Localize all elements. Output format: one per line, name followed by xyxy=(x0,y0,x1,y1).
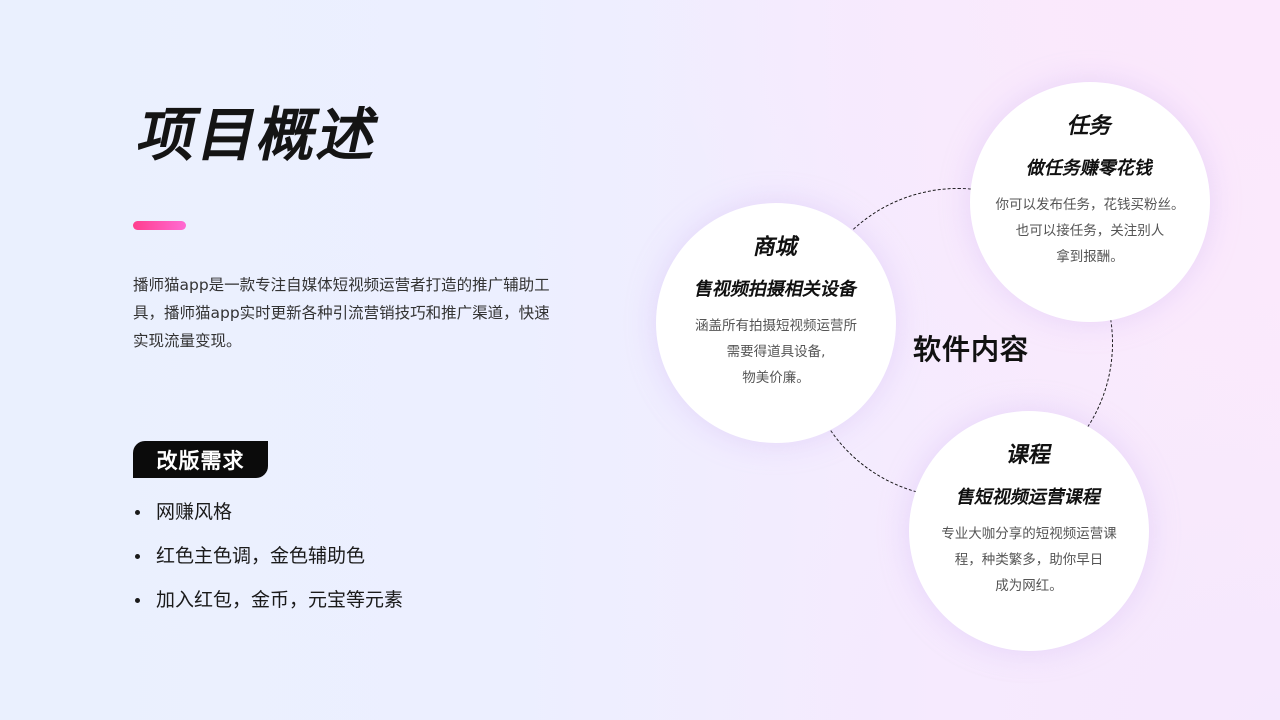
list-item-text: 网赚风格 xyxy=(156,501,233,523)
node-description-line: 涵盖所有拍摄短视频运营所 xyxy=(695,318,857,334)
node-title: 商城 xyxy=(751,235,801,260)
node-description: 你可以发布任务，花钱买粉丝。 也可以接任务，关注别人 拿到报酬。 xyxy=(988,192,1193,270)
list-item-text: 加入红包，金币，元宝等元素 xyxy=(156,589,404,611)
node-title: 任务 xyxy=(1065,114,1115,139)
list-item: 网赚风格 xyxy=(133,497,403,541)
requirements-list: 网赚风格 红色主色调，金色辅助色 加入红包，金币，元宝等元素 xyxy=(133,497,403,629)
node-description-line: 你可以发布任务，花钱买粉丝。 xyxy=(995,197,1185,213)
list-item-text: 红色主色调，金色辅助色 xyxy=(156,545,366,567)
node-description-line: 也可以接任务，关注别人 xyxy=(1015,223,1165,239)
node-course: 课程 售短视频运营课程 专业大咖分享的短视频运营课 程，种类繁多，助你早日 成为… xyxy=(909,411,1149,651)
node-subtitle: 售短视频运营课程 xyxy=(954,487,1104,508)
node-task: 任务 做任务赚零花钱 你可以发布任务，花钱买粉丝。 也可以接任务，关注别人 拿到… xyxy=(970,82,1210,322)
node-subtitle: 做任务赚零花钱 xyxy=(1024,158,1156,179)
requirements-tag: 改版需求 xyxy=(133,441,268,478)
node-subtitle: 售视频拍摄相关设备 xyxy=(692,279,860,300)
bullet-icon xyxy=(135,554,140,559)
node-description-line: 拿到报酬。 xyxy=(1056,249,1124,265)
list-item: 加入红包，金币，元宝等元素 xyxy=(133,585,403,629)
node-description-line: 程，种类繁多，助你早日 xyxy=(954,552,1104,568)
node-description: 专业大咖分享的短视频运营课 程，种类繁多，助你早日 成为网红。 xyxy=(927,521,1132,599)
node-title: 课程 xyxy=(1004,443,1054,468)
list-item: 红色主色调，金色辅助色 xyxy=(133,541,403,585)
accent-bar xyxy=(133,221,186,230)
node-description-line: 物美价廉。 xyxy=(742,370,810,386)
diagram-center-label: 软件内容 xyxy=(913,333,1030,366)
requirements-tag-label: 改版需求 xyxy=(156,448,245,473)
bullet-icon xyxy=(135,510,140,515)
page-title: 项目概述 xyxy=(132,101,387,169)
node-shop: 商城 售视频拍摄相关设备 涵盖所有拍摄短视频运营所 需要得道具设备, 物美价廉。 xyxy=(656,203,896,443)
node-description-line: 需要得道具设备, xyxy=(726,344,826,360)
bullet-icon xyxy=(135,598,140,603)
intro-paragraph: 播师猫app是一款专注自媒体短视频运营者打造的推广辅助工具，播师猫app实时更新… xyxy=(133,276,550,350)
node-description: 涵盖所有拍摄短视频运营所 需要得道具设备, 物美价廉。 xyxy=(674,313,879,391)
node-description-line: 成为网红。 xyxy=(995,578,1063,594)
node-description-line: 专业大咖分享的短视频运营课 xyxy=(941,526,1117,542)
